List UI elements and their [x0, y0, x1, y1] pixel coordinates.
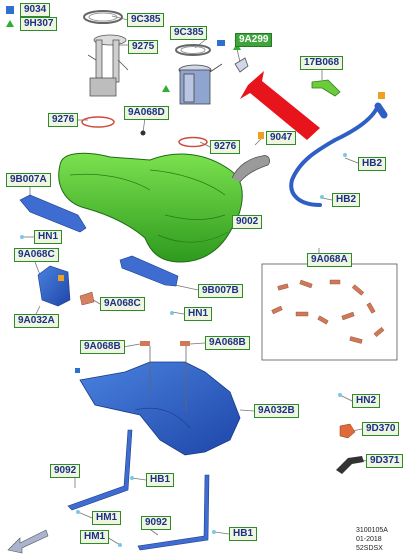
bolt-hb2-lower: [320, 195, 324, 199]
bracket-9B007B: [119, 255, 179, 287]
label-9C385-left[interactable]: 9C385: [127, 13, 165, 27]
label-9D371[interactable]: 9D371: [366, 454, 404, 468]
diagram-code: 3100105A: [356, 527, 388, 534]
strap-9092-right: [137, 474, 210, 551]
diagram-date: 01-2018: [356, 536, 382, 543]
filler-pipe: [289, 104, 380, 207]
label-9276-right[interactable]: 9276: [210, 140, 241, 154]
fuel-pump-module: [162, 63, 223, 105]
diagram-ref: 52SDSX: [356, 545, 383, 552]
label-9A299[interactable]: 9A299: [235, 33, 273, 47]
label-HB1-right[interactable]: HB1: [229, 527, 258, 541]
label-9002[interactable]: 9002: [232, 215, 263, 229]
pad-9A068C: [79, 291, 95, 306]
vent-hose: [231, 155, 270, 183]
orange-square-icon: [378, 92, 385, 99]
leader-lines: [22, 15, 367, 546]
label-9092-right[interactable]: 9092: [141, 516, 172, 530]
shield-9A032A: [37, 265, 71, 307]
front-direction-arrow-icon: [7, 529, 49, 554]
label-HM1-lower[interactable]: HM1: [80, 530, 110, 544]
red-pointer-arrow: [240, 71, 320, 140]
label-9A032B[interactable]: 9A032B: [254, 404, 299, 418]
seal-9276-right: [178, 136, 208, 148]
fuel-tank-ribs: [69, 169, 229, 243]
label-HN1-left[interactable]: HN1: [34, 230, 63, 244]
label-9B007B[interactable]: 9B007B: [198, 284, 243, 298]
label-9A068B-left[interactable]: 9A068B: [80, 340, 125, 354]
pads-9A068A: [271, 279, 385, 344]
label-9A068D[interactable]: 9A068D: [124, 106, 169, 120]
fuel-sender-unit-9275: [87, 34, 129, 97]
heat-shield-9A032B: [79, 361, 241, 456]
pin-9A068D: [140, 130, 146, 136]
label-9A068A[interactable]: 9A068A: [307, 253, 352, 267]
label-17B068[interactable]: 17B068: [300, 56, 344, 70]
strap-9092-left: [67, 429, 133, 511]
clip-9D370: [339, 423, 356, 439]
label-HB2-lower[interactable]: HB2: [332, 193, 361, 207]
nut-hm1-left: [76, 510, 80, 514]
green-triangle-icon: [6, 20, 14, 27]
label-HN1-mid[interactable]: HN1: [184, 307, 213, 321]
label-9275[interactable]: 9275: [128, 40, 159, 54]
nut-hn1-mid: [170, 311, 174, 315]
label-9H307[interactable]: 9H307: [20, 17, 58, 31]
label-HB1-left[interactable]: HB1: [146, 473, 175, 487]
lock-ring-9C385-right: [175, 44, 211, 56]
label-HM1-upper[interactable]: HM1: [92, 511, 122, 525]
diagram-reference: 3100105A 01-2018 52SDSX: [356, 526, 388, 553]
label-9B007A[interactable]: 9B007A: [6, 173, 51, 187]
nut-hm1-right: [118, 543, 122, 547]
label-HB2-upper[interactable]: HB2: [358, 157, 387, 171]
pad-9A068B-left: [140, 341, 150, 346]
label-9A032A[interactable]: 9A032A: [14, 314, 59, 328]
clip-9D371: [336, 456, 364, 474]
label-9276-left[interactable]: 9276: [48, 113, 79, 127]
nut-hn2: [338, 393, 342, 397]
bolt-hb1-left: [130, 476, 134, 480]
orange-square-icon: [58, 275, 64, 281]
label-9C385-right[interactable]: 9C385: [170, 26, 208, 40]
clip-17B068: [311, 79, 341, 97]
bracket-9B007A: [19, 194, 87, 233]
label-9D370[interactable]: 9D370: [362, 422, 400, 436]
label-9034[interactable]: 9034: [20, 3, 51, 17]
blue-square-icon: [75, 368, 80, 373]
pads-9A068A-box: [261, 263, 398, 361]
orange-square-icon: [258, 132, 264, 139]
blue-square-icon: [6, 6, 14, 14]
label-9A068B-right[interactable]: 9A068B: [205, 336, 250, 350]
seal-9276-left: [81, 116, 115, 128]
fuel-tank-9002: [58, 152, 243, 263]
lock-ring-9C385: [83, 10, 123, 24]
label-9A068C-mid[interactable]: 9A068C: [100, 297, 145, 311]
label-9092-left[interactable]: 9092: [50, 464, 81, 478]
label-9047[interactable]: 9047: [266, 131, 297, 145]
pad-9A068B-right: [180, 341, 190, 346]
label-HN2[interactable]: HN2: [352, 394, 381, 408]
label-9A068C-left[interactable]: 9A068C: [14, 248, 59, 262]
bolt-hb1-right: [212, 530, 216, 534]
bolt-hb2: [343, 153, 347, 157]
nut-hn1: [20, 235, 24, 239]
